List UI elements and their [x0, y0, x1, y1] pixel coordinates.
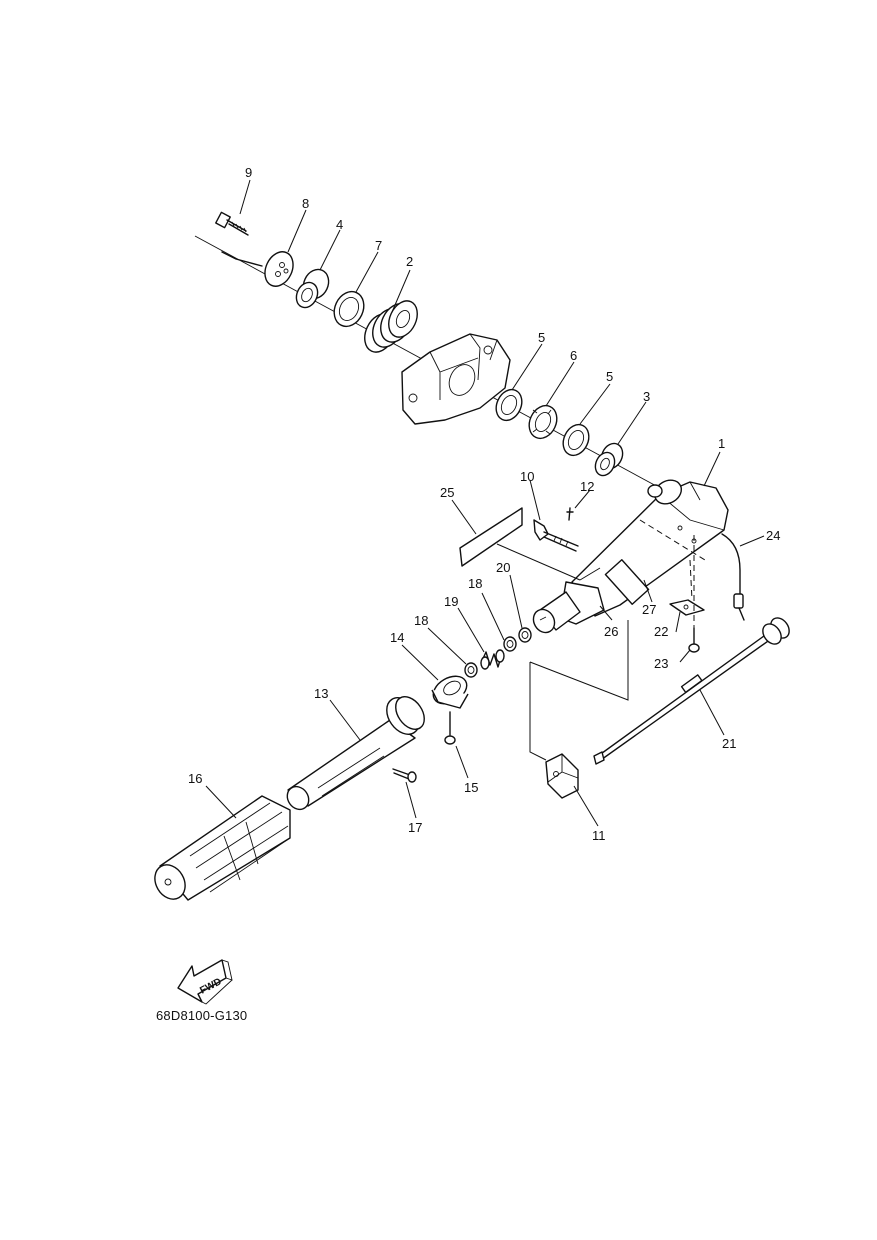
part-18-washer-a — [503, 636, 517, 652]
callout-1: 1 — [718, 436, 725, 451]
part-7-ring — [333, 290, 365, 328]
part-3-bushing — [594, 442, 624, 477]
callout-15: 15 — [464, 780, 478, 795]
part-6-wave-washer — [528, 404, 558, 440]
callout-8: 8 — [302, 196, 309, 211]
callout-18b: 18 — [414, 613, 428, 628]
steering-bracket-housing — [401, 333, 511, 425]
callout-16: 16 — [188, 771, 202, 786]
callout-11: 11 — [592, 828, 606, 843]
callout-5a: 5 — [538, 330, 545, 345]
callout-25: 25 — [440, 485, 454, 500]
part-23-screw — [688, 627, 700, 653]
part-15-screw — [444, 711, 456, 745]
part-24-stop-wire — [721, 533, 745, 621]
callout-2: 2 — [406, 254, 413, 269]
part-12-pin — [566, 507, 574, 521]
fwd-arrow-icon: FWD — [177, 959, 233, 1005]
part-25-label — [459, 507, 601, 581]
part-1-steering-arm — [571, 479, 729, 617]
part-22-plate — [669, 599, 705, 616]
callout-13: 13 — [314, 686, 328, 701]
part-2-friction-spiral — [364, 300, 418, 353]
callout-23: 23 — [654, 656, 668, 671]
callout-9: 9 — [245, 165, 252, 180]
part-14-collar — [431, 675, 469, 709]
part-26-shaft-end — [532, 581, 605, 634]
drawing-code: 68D8100-G130 — [156, 1008, 248, 1023]
part-19-spring — [480, 649, 505, 670]
callout-14: 14 — [390, 630, 404, 645]
callout-22: 22 — [654, 624, 668, 639]
part-5-washer-a — [495, 388, 523, 422]
throttle-cable — [221, 251, 263, 267]
part-21-link-rod — [593, 617, 790, 765]
part-9-bolt — [215, 211, 249, 236]
callout-18a: 18 — [468, 576, 482, 591]
part-4-bushing — [295, 268, 330, 309]
part-10-wing-bolt — [533, 519, 579, 552]
callout-10: 10 — [520, 469, 534, 484]
callout-26: 26 — [604, 624, 618, 639]
part-11-clip — [545, 753, 579, 799]
part-13-throttle-tube — [286, 696, 425, 811]
callout-4: 4 — [336, 217, 343, 232]
callout-17: 17 — [408, 820, 422, 835]
part-8-plate — [264, 251, 294, 287]
callout-19: 19 — [444, 594, 458, 609]
callout-24: 24 — [766, 528, 780, 543]
callout-20: 20 — [496, 560, 510, 575]
callout-3: 3 — [643, 389, 650, 404]
callout-27: 27 — [642, 602, 656, 617]
part-17-screw — [392, 768, 417, 783]
callout-6: 6 — [570, 348, 577, 363]
callout-21: 21 — [722, 736, 736, 751]
part-18-washer-b — [464, 662, 478, 678]
part-20-collar — [518, 627, 532, 643]
assembly-line-11 — [529, 620, 629, 761]
callout-5b: 5 — [606, 369, 613, 384]
part-16-grip — [154, 795, 291, 901]
callout-7: 7 — [375, 238, 382, 253]
callout-12: 12 — [580, 479, 594, 494]
callout-leaders — [205, 179, 765, 827]
part-5-washer-b — [562, 423, 590, 457]
